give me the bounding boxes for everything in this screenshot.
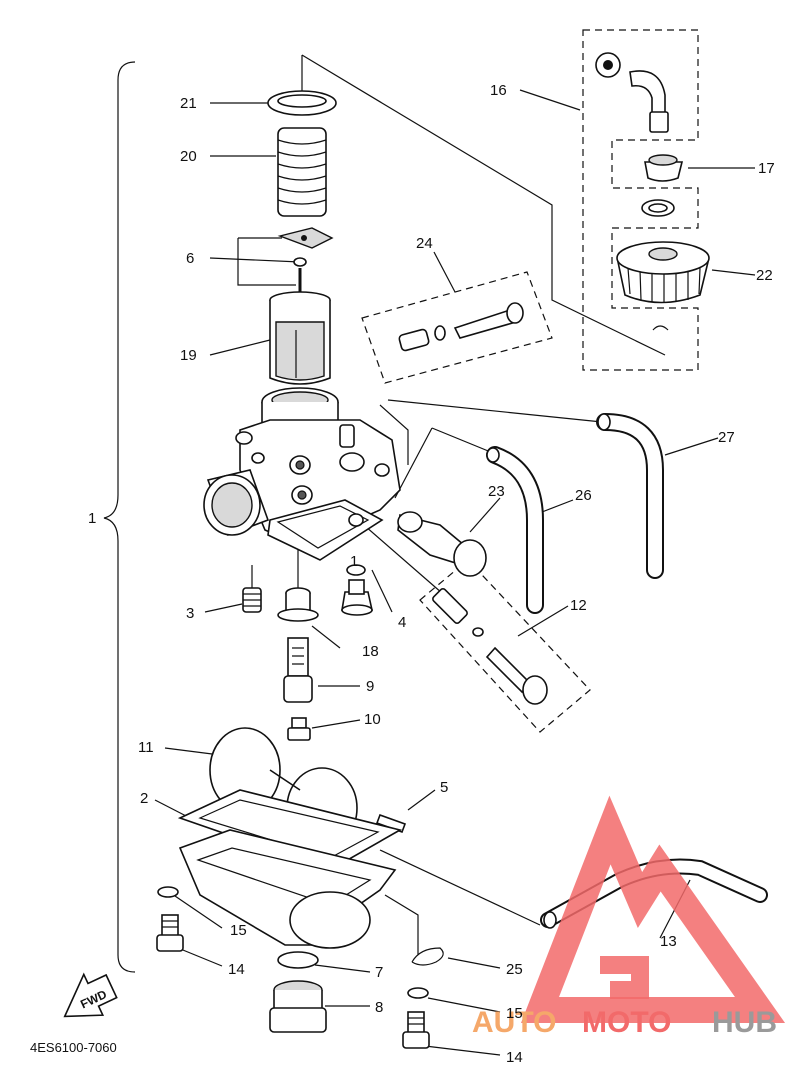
label-19: 19	[180, 347, 197, 364]
label-12: 12	[570, 597, 587, 614]
part-5-pin	[375, 813, 407, 834]
label-8: 8	[375, 999, 383, 1016]
label-22: 22	[756, 267, 773, 284]
diagram-code: 4ES6100-7060	[30, 1040, 117, 1055]
label-1-assembly: 1	[88, 510, 96, 527]
fwd-arrow: FWD	[63, 972, 118, 1018]
label-16: 16	[490, 82, 507, 99]
label-1-washer: 1	[350, 553, 358, 570]
label-14: 14	[228, 961, 245, 978]
part-6-needle-clip	[277, 227, 334, 267]
part-3-screw	[242, 587, 262, 613]
watermark-logo: AUTO MOTO HUB	[472, 795, 786, 1039]
part-22-top-cap	[616, 241, 710, 331]
part-10-main-jet	[287, 717, 311, 741]
watermark-triangle	[520, 795, 786, 1023]
label-25: 25	[506, 961, 523, 978]
cable-adjuster-group	[582, 29, 699, 371]
label-5: 5	[440, 779, 448, 796]
label-21: 21	[180, 95, 197, 112]
label-26: 26	[575, 487, 592, 504]
part-labels: 21 20 6 19 16 17 22 24 23 26 27 12 3 1 4…	[88, 82, 775, 1066]
watermark-brand-moto: MOTO	[582, 1006, 671, 1039]
label-27: 27	[718, 429, 735, 446]
leader-lines	[154, 54, 756, 1056]
label-2: 2	[140, 790, 148, 807]
float-bowl	[178, 829, 397, 949]
part-16-elbow-fitting	[595, 52, 669, 133]
label-14-b: 14	[506, 1049, 523, 1066]
part-21-seal	[267, 90, 337, 116]
part-20-spring	[277, 127, 327, 217]
label-24: 24	[416, 235, 433, 252]
part-7-o-ring	[277, 951, 319, 969]
part-8-drain-plug	[269, 980, 327, 1033]
part-14-bolt-2	[402, 1011, 430, 1049]
part-4-jet-holder	[341, 579, 373, 616]
label-15-b: 15	[506, 1005, 523, 1022]
watermark-brand-auto: AUTO	[472, 1006, 556, 1039]
part-18-needle-jet	[277, 587, 319, 622]
carburetor-body	[203, 387, 401, 561]
watermark-brand-hub: HUB	[712, 1006, 777, 1039]
part-15-washer-2	[407, 987, 429, 999]
part-12-air-screw	[432, 588, 548, 705]
part-12-group	[419, 559, 591, 733]
part-15-washer	[157, 886, 179, 898]
part-9-main-jet-holder	[283, 637, 313, 703]
part-23-choke-plunger	[397, 511, 487, 577]
label-20: 20	[180, 148, 197, 165]
assembly-bracket	[103, 61, 136, 973]
part-1-washer	[346, 564, 366, 576]
label-13: 13	[660, 933, 677, 950]
part-26-hose	[486, 446, 544, 614]
part-14-bolt	[156, 914, 184, 952]
label-23: 23	[488, 483, 505, 500]
part-27-hose	[596, 413, 664, 579]
label-10: 10	[364, 711, 381, 728]
part-25-clip	[411, 947, 444, 966]
part-24-pilot-screw	[398, 302, 524, 352]
label-9: 9	[366, 678, 374, 695]
label-18: 18	[362, 643, 379, 660]
label-6: 6	[186, 250, 194, 267]
label-3: 3	[186, 605, 194, 622]
part-24-group	[361, 271, 553, 384]
label-7: 7	[375, 964, 383, 981]
label-15: 15	[230, 922, 247, 939]
part-19-throttle-valve	[269, 268, 331, 385]
label-4: 4	[398, 614, 406, 631]
label-11: 11	[138, 739, 154, 756]
part-17-cap-nut	[641, 154, 684, 217]
label-17: 17	[758, 160, 775, 177]
